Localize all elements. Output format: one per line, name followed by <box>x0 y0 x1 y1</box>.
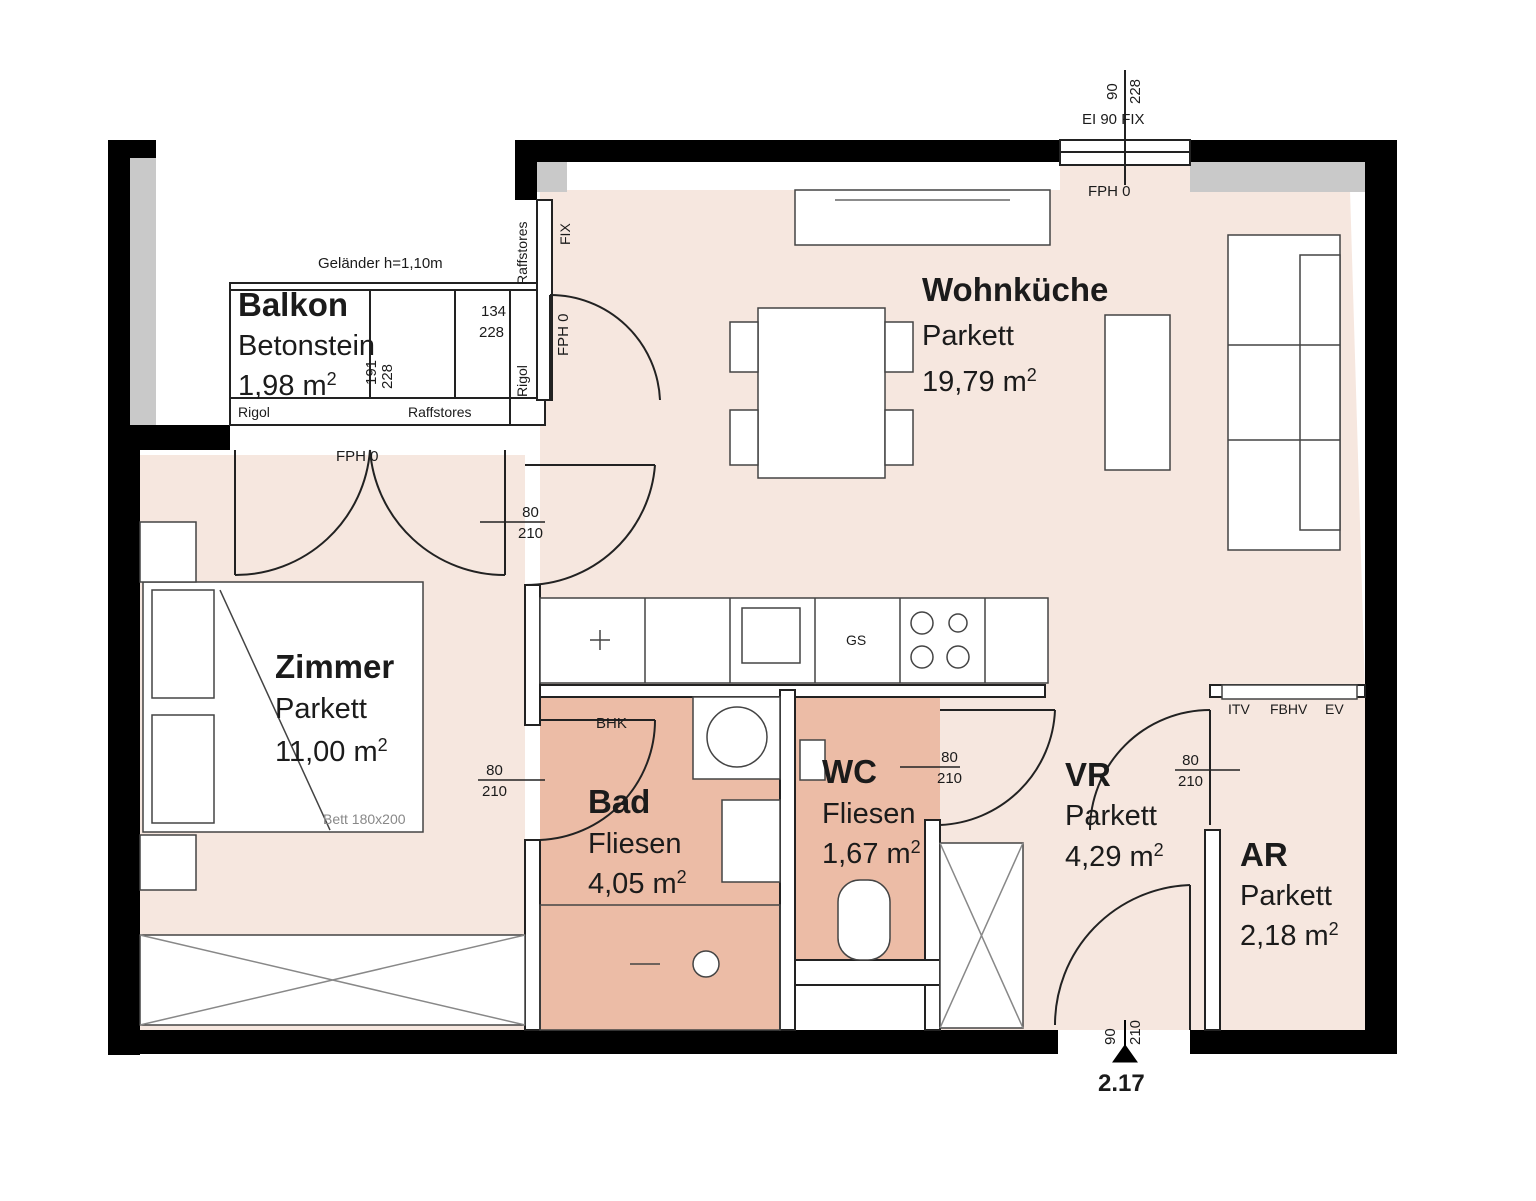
area-value: 4,05 m <box>588 868 677 900</box>
wall-right <box>1365 140 1397 1054</box>
dimension-lines <box>478 521 1240 781</box>
area-value: 2,18 m <box>1240 920 1329 952</box>
wall-balkon-bottom <box>130 425 230 450</box>
outer-walls <box>108 140 1397 1055</box>
area-unit-sup: 2 <box>377 735 388 755</box>
room-material-wc: Fliesen <box>822 798 916 830</box>
fuse-box <box>1221 684 1358 700</box>
window-width-label: 90 <box>1104 83 1121 100</box>
window-side <box>536 199 661 401</box>
wall-left-lower <box>108 425 140 1055</box>
entry-width: 90 <box>1102 1028 1119 1045</box>
area-unit-sup: 2 <box>1153 840 1164 860</box>
area-unit-sup: 2 <box>910 837 921 857</box>
area-value: 11,00 m <box>275 736 378 768</box>
room-area-wc: 1,67 m2 <box>822 837 921 870</box>
wall-corner <box>515 140 537 200</box>
balkon-door-height: 228 <box>479 324 505 341</box>
room-name-vr: VR <box>1065 756 1111 793</box>
door-width: 80 <box>941 749 958 766</box>
fph-side-label: FPH 0 <box>555 313 572 356</box>
ev-label: EV <box>1325 701 1344 717</box>
room-material-balkon: Betonstein <box>238 330 376 362</box>
bhk-label: BHK <box>596 715 627 732</box>
door-height: 210 <box>937 770 963 787</box>
area-value: 4,29 m <box>1065 841 1154 873</box>
room-name-wc: WC <box>822 753 877 790</box>
window-height-label: 228 <box>1127 78 1144 104</box>
room-name-zimmer: Zimmer <box>275 648 395 685</box>
gs-label: GS <box>846 632 867 648</box>
door-width: 80 <box>486 762 503 779</box>
room-name-balkon: Balkon <box>238 286 349 323</box>
balkon-door-width: 134 <box>481 303 507 320</box>
window-top <box>1059 70 1191 185</box>
door-height: 210 <box>1178 773 1204 790</box>
riegel-right-label: Rigol <box>514 365 530 397</box>
area-unit-sup: 2 <box>1026 365 1037 385</box>
room-area-vr: 4,29 m2 <box>1065 840 1164 873</box>
area-unit-sup: 2 <box>326 369 337 389</box>
wall-left-upper <box>108 140 130 445</box>
room-name-ar: AR <box>1240 836 1288 873</box>
sink <box>721 799 781 883</box>
wall-top-mid <box>515 140 1060 162</box>
floor-ar <box>1210 690 1365 1030</box>
doors <box>234 449 1211 1030</box>
furniture <box>139 189 1358 1031</box>
balkon-window-height: 228 <box>379 363 396 389</box>
area-value: 1,67 m <box>822 838 911 870</box>
itv-label: ITV <box>1228 701 1250 717</box>
entry-number: 2.17 <box>1098 1070 1145 1097</box>
grey-walls <box>130 158 1365 425</box>
fph-top-label: FPH 0 <box>1088 183 1131 200</box>
balkon-window-width: 191 <box>363 359 380 385</box>
door-height: 210 <box>482 783 508 800</box>
wc-sink <box>799 739 826 781</box>
area-value: 19,79 m <box>922 366 1027 398</box>
area-value: 1,98 m <box>238 370 327 402</box>
entry-marker <box>1112 1020 1138 1063</box>
bett-label: Bett 180x200 <box>323 811 406 827</box>
window-type-label: EI 90 FIX <box>1082 111 1145 128</box>
coffee-table <box>1104 314 1171 471</box>
door-height: 210 <box>518 525 544 542</box>
room-area-wohnkueche: 19,79 m2 <box>922 365 1037 398</box>
wall-top-right <box>1190 140 1397 162</box>
fix-side-label: FIX <box>557 223 573 245</box>
riegel-left-label: Rigol <box>238 404 270 420</box>
entry-height: 210 <box>1127 1019 1144 1045</box>
room-material-bad: Fliesen <box>588 828 682 860</box>
door-width: 80 <box>1182 752 1199 769</box>
shower <box>539 904 781 1031</box>
room-name-bad: Bad <box>588 783 651 820</box>
room-area-balkon: 1,98 m2 <box>238 369 337 402</box>
fbhv-label: FBHV <box>1270 701 1308 717</box>
raffstores-balkon-label: Raffstores <box>408 404 472 420</box>
room-area-ar: 2,18 m2 <box>1240 919 1339 952</box>
area-unit-sup: 2 <box>676 867 687 887</box>
wall-bottom-left <box>108 1030 1058 1054</box>
room-area-bad: 4,05 m2 <box>588 867 687 900</box>
wall-bottom-right <box>1190 1030 1397 1054</box>
room-material-wohnkueche: Parkett <box>922 320 1014 352</box>
room-material-zimmer: Parkett <box>275 693 367 725</box>
raffstores-side-label: Raffstores <box>514 221 530 285</box>
toilet <box>837 879 891 961</box>
gelaender-label: Geländer h=1,10m <box>318 255 443 272</box>
room-material-vr: Parkett <box>1065 800 1157 832</box>
room-material-ar: Parkett <box>1240 880 1332 912</box>
door-width: 80 <box>522 504 539 521</box>
room-area-zimmer: 11,00 m2 <box>275 735 388 768</box>
kitchen-upper <box>794 189 1051 246</box>
dining-table <box>757 307 886 479</box>
fph-balkon-label: FPH 0 <box>336 448 379 465</box>
room-name-wohnkueche: Wohnküche <box>922 271 1109 308</box>
area-unit-sup: 2 <box>1328 919 1339 939</box>
